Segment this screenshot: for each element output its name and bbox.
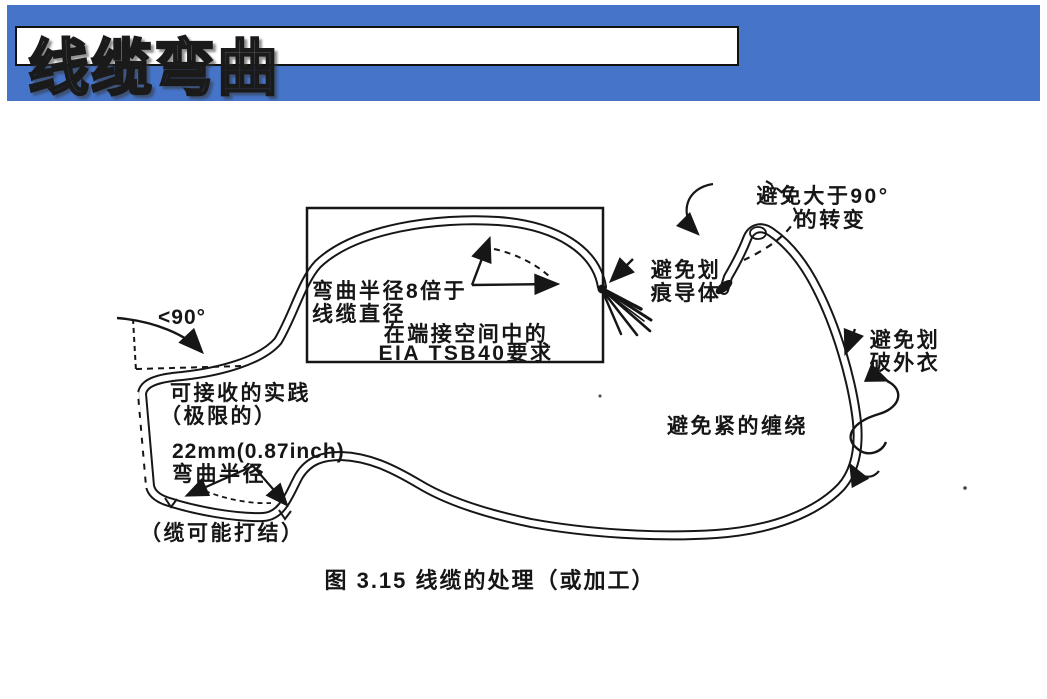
- label-bend-22mm: 22mm(0.87inch): [172, 440, 345, 463]
- label-avoid-gt90: 避免大于90°: [756, 184, 889, 208]
- label-avoid-scratch-conductor: 痕导体: [650, 281, 722, 305]
- label-avoid-gt90: 的转变: [796, 208, 867, 232]
- cable-path: [135, 215, 863, 541]
- label-bend-22mm: 弯曲半径: [172, 462, 266, 486]
- speck: [598, 394, 602, 398]
- bend-angle-annotation: [470, 235, 561, 296]
- label-eia-tsb40: EIA TSB40要求: [379, 342, 554, 365]
- label-lt90: <90°: [158, 306, 206, 329]
- gt90-hook-annotation: [676, 180, 799, 295]
- label-bend-radius-8x: 弯曲半径8倍于: [312, 279, 467, 303]
- label-acceptable-practice: （极限的）: [160, 404, 278, 428]
- speck: [963, 486, 967, 490]
- label-avoid-scratch-conductor: 避免划: [651, 258, 722, 282]
- label-bend-radius-8x: 线缆直径: [312, 302, 406, 326]
- kink-notch: [278, 509, 292, 521]
- bend-22mm-annotation: [164, 464, 292, 521]
- tear-jacket-arrow: [843, 327, 864, 357]
- label-avoid-tear-jacket: 破外衣: [870, 351, 941, 375]
- frayed-cable-end: [597, 257, 653, 337]
- dashed-cable-edge: [135, 391, 148, 489]
- label-eia-tsb40: 在端接空间中的: [384, 322, 549, 346]
- label-avoid-tight-wrap: 避免紧的缠绕: [667, 414, 808, 438]
- title-box: [15, 26, 739, 66]
- tight-wrap-coil: [849, 363, 900, 489]
- lt90-angle-annotation: [116, 316, 244, 372]
- page-title: 线缆弯曲: [27, 33, 281, 103]
- hook-loop: [749, 226, 767, 240]
- frayed-end-arrow: [608, 257, 635, 284]
- label-avoid-tear-jacket: 避免划: [870, 328, 941, 352]
- cable-stub-end: [715, 279, 733, 295]
- label-acceptable-practice: 可接收的实践: [170, 381, 311, 405]
- label-knot-note: （缆可能打结）: [140, 521, 305, 545]
- kink-notch: [164, 497, 178, 509]
- figure-caption: 图 3.15 线缆的处理（或加工）: [324, 568, 655, 593]
